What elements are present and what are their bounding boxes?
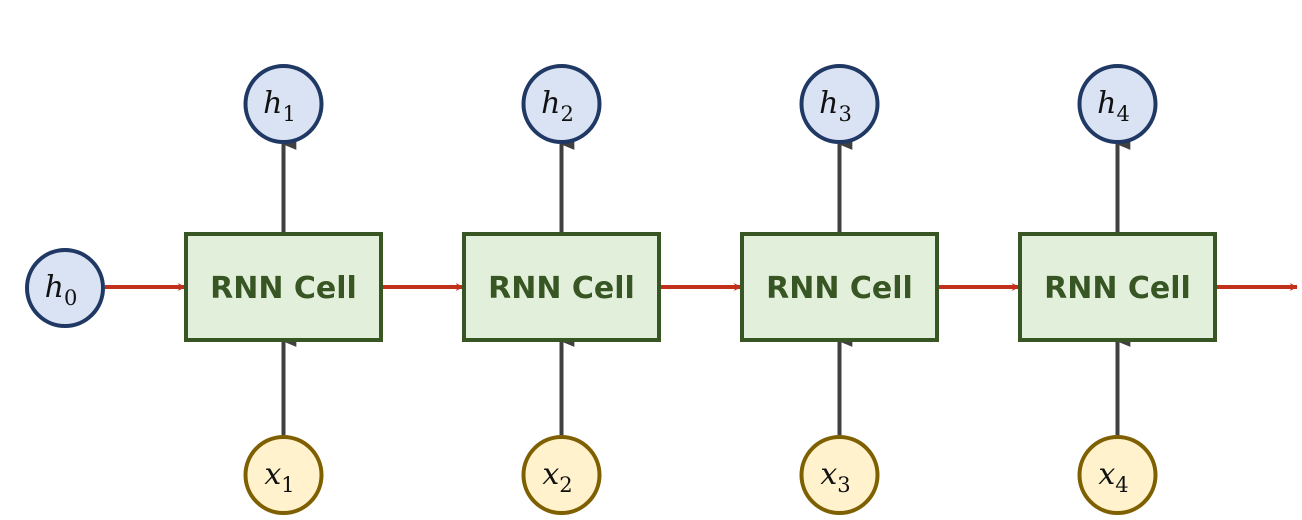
- input-node-1-subscript: 1: [281, 473, 294, 497]
- hidden-state-node-4-circle: [1077, 64, 1158, 144]
- initial-state-node-subscript: 0: [64, 286, 77, 310]
- initial-state-node-label: h0: [45, 270, 78, 310]
- input-node-4-circle: [1077, 435, 1158, 515]
- hidden-state-node-1: h1: [243, 64, 324, 144]
- hidden-state-node-1-label: h1: [263, 86, 296, 126]
- input-node-1-var: x: [264, 457, 281, 492]
- input-node-1: x1: [243, 435, 324, 515]
- hidden-state-node-2-subscript: 2: [560, 102, 573, 126]
- hidden-state-node-4-var: h: [1097, 86, 1116, 121]
- hidden-state-node-4-label: h4: [1097, 86, 1130, 126]
- rnn-cell-label: RNN Cell: [210, 271, 357, 306]
- hidden-state-node-1-circle: [243, 64, 324, 144]
- rnn-cell-1: RNN Cell: [184, 232, 383, 342]
- input-node-2: x2: [521, 435, 602, 515]
- input-node-2-subscript: 2: [559, 473, 572, 497]
- hidden-state-node-1-var: h: [263, 86, 282, 121]
- hidden-state-node-2-var: h: [541, 86, 560, 121]
- hidden-state-node-3-subscript: 3: [838, 102, 851, 126]
- rnn-cell-label: RNN Cell: [1044, 271, 1191, 306]
- hidden-state-node-3-circle: [799, 64, 880, 144]
- input-node-3-label: x3: [820, 457, 850, 497]
- initial-state-node-var: h: [45, 270, 64, 305]
- input-node-4-subscript: 4: [1115, 473, 1128, 497]
- hidden-state-node-2-circle: [521, 64, 602, 144]
- rnn-cell-3: RNN Cell: [740, 232, 939, 342]
- input-node-1-circle: [243, 435, 324, 515]
- rnn-cell-label: RNN Cell: [488, 271, 635, 306]
- input-node-2-label: x2: [542, 457, 572, 497]
- input-node-3-circle: [799, 435, 880, 515]
- hidden-state-node-3: h3: [799, 64, 880, 144]
- rnn-cell-4: RNN Cell: [1018, 232, 1217, 342]
- hidden-state-node-3-label: h3: [819, 86, 852, 126]
- rnn-cell-label: RNN Cell: [766, 271, 913, 306]
- initial-state-node: h0: [25, 248, 105, 328]
- hidden-state-node-4-subscript: 4: [1116, 102, 1129, 126]
- input-node-2-var: x: [542, 457, 559, 492]
- hidden-state-node-2-label: h2: [541, 86, 574, 126]
- initial-state-node-circle: [25, 248, 105, 328]
- input-node-1-label: x1: [264, 457, 294, 497]
- input-node-3-var: x: [820, 457, 837, 492]
- hidden-state-node-3-var: h: [819, 86, 838, 121]
- hidden-state-node-1-subscript: 1: [282, 102, 295, 126]
- rnn-cell-box: [1018, 232, 1217, 342]
- input-node-4: x4: [1077, 435, 1158, 515]
- rnn-cell-box: [740, 232, 939, 342]
- input-node-3: x3: [799, 435, 880, 515]
- rnn-cell-box: [184, 232, 383, 342]
- rnn-cell-2: RNN Cell: [462, 232, 661, 342]
- input-node-4-var: x: [1098, 457, 1115, 492]
- input-node-4-label: x4: [1098, 457, 1128, 497]
- rnn-cell-box: [462, 232, 661, 342]
- hidden-state-node-2: h2: [521, 64, 602, 144]
- edges-layer: [105, 138, 1298, 435]
- input-node-3-subscript: 3: [837, 473, 850, 497]
- input-node-2-circle: [521, 435, 602, 515]
- hidden-state-node-4: h4: [1077, 64, 1158, 144]
